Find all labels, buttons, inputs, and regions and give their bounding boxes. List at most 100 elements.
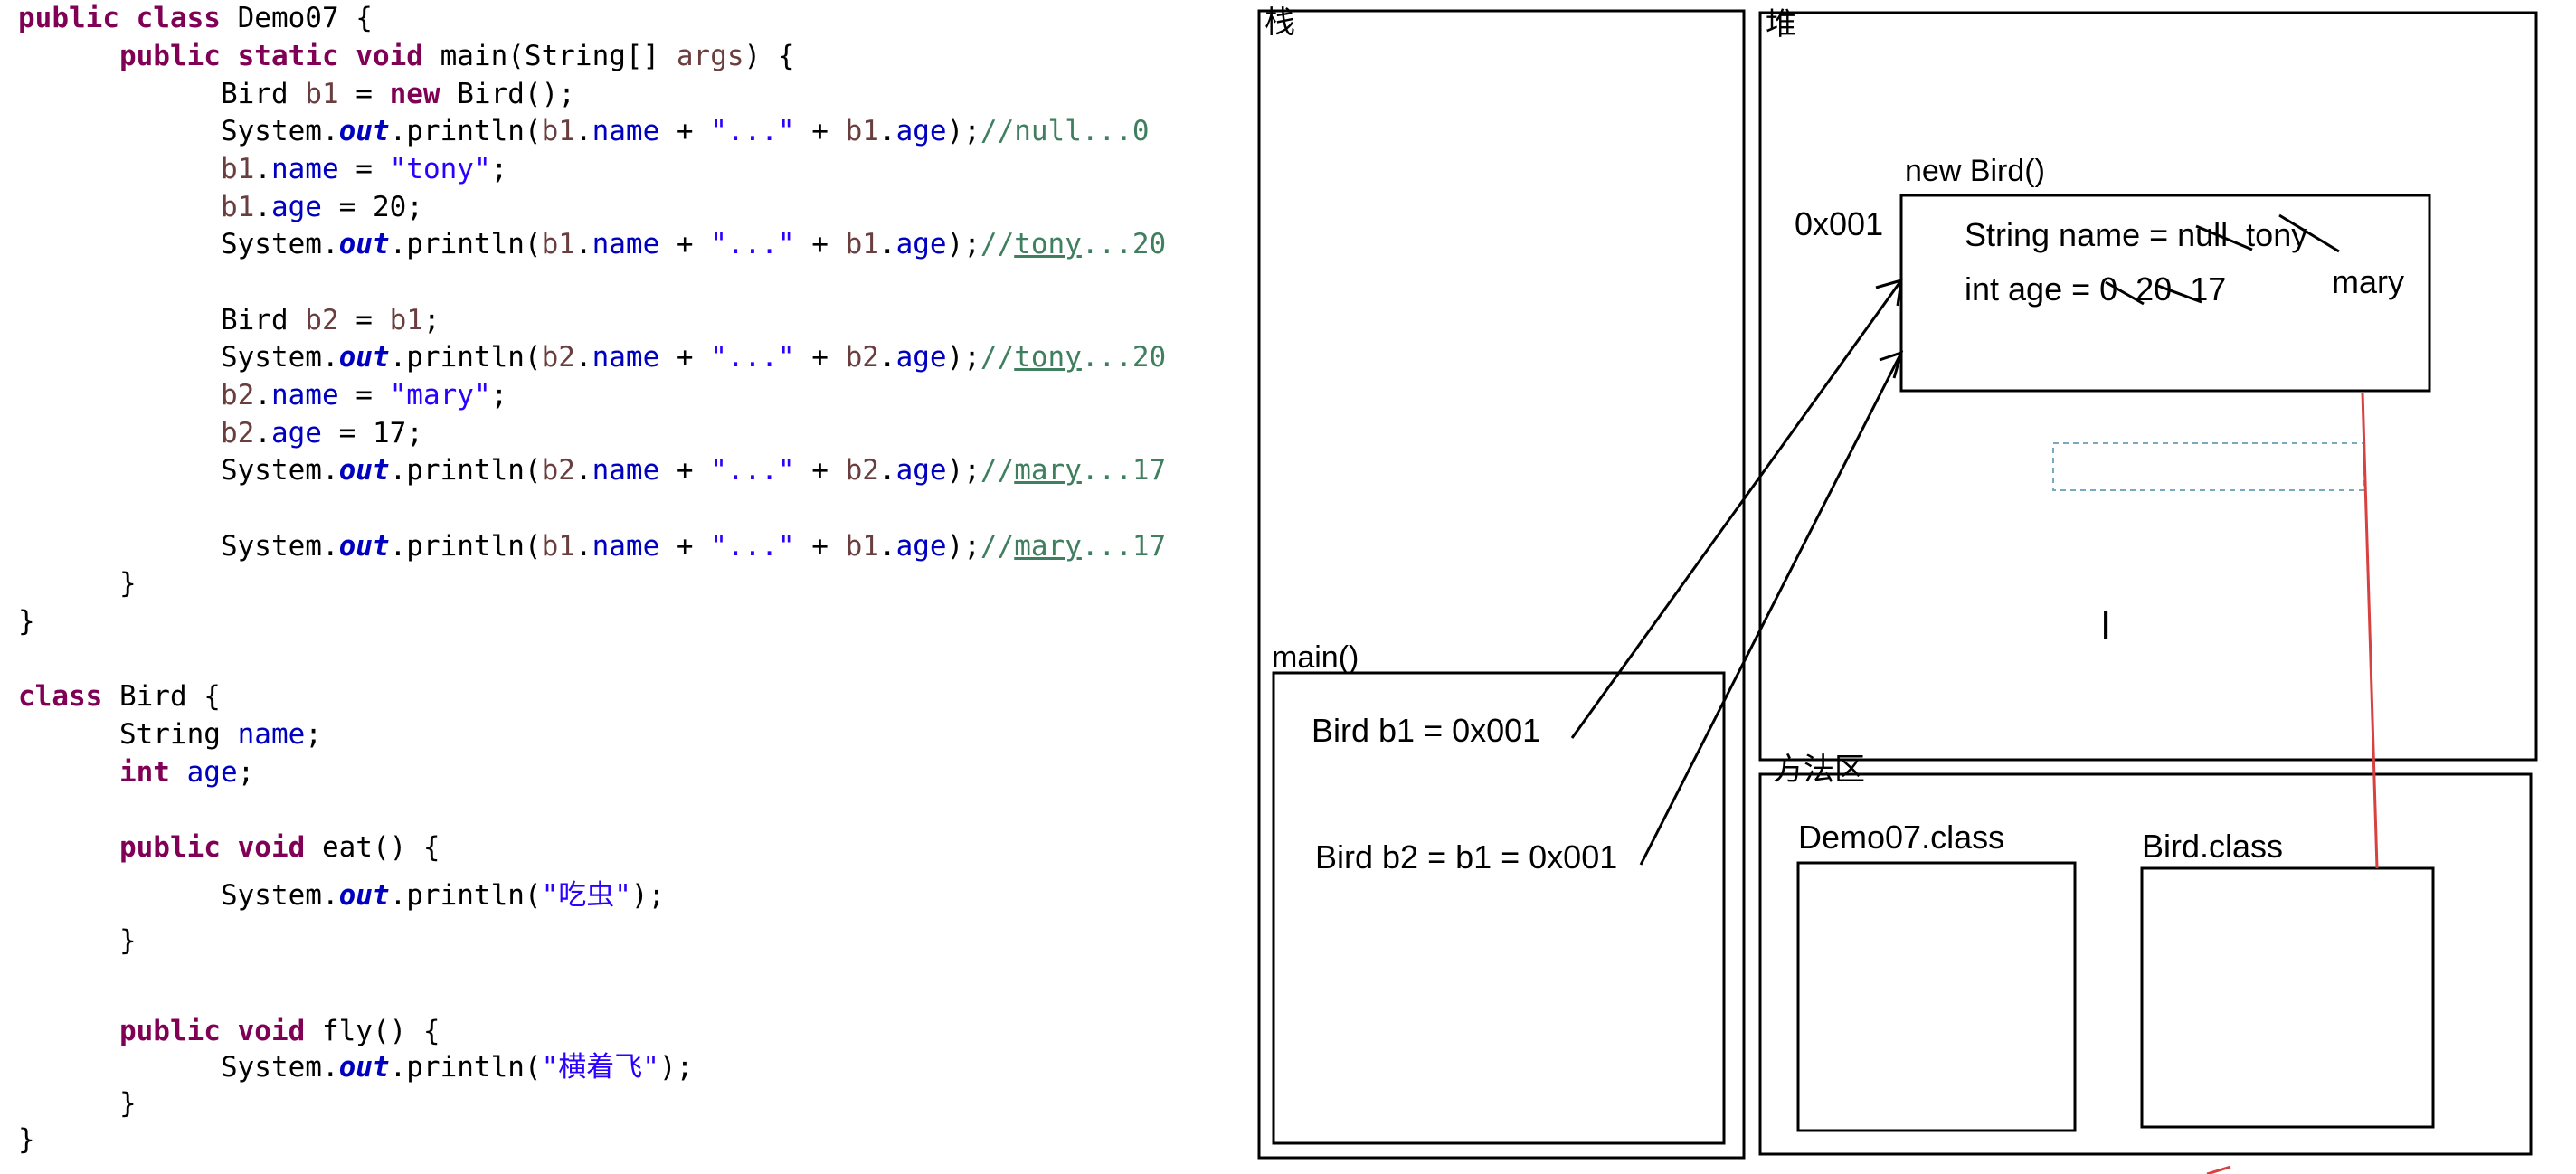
code-token: b2 [305,304,339,336]
code-token: .println( [389,115,542,147]
code-token: .println( [389,454,542,487]
code-token: ; [422,304,440,336]
code-token: . [254,191,271,223]
code-token: + [659,341,711,374]
code-token: b2 [541,454,575,487]
code-token: public class [18,2,238,34]
code-line: } [18,603,35,639]
code-token: name [592,454,660,487]
code-token: name [270,153,339,185]
code-line: String name; [18,716,322,753]
age-field: int age = 0 20 17 [1965,270,2226,308]
mary-text: mary [2332,263,2404,300]
code-token: . [574,115,592,147]
code-token: . [574,228,592,260]
code-line: Bird b1 = new Bird(); [18,76,575,112]
code-token: System. [18,454,339,487]
code-token: "..." [710,454,795,487]
code-token: b2 [220,379,255,412]
bird-class-label: Bird.class [2142,828,2283,865]
code-token: + [659,454,711,487]
code-token: b1 [845,115,879,147]
code-line: public class Demo07 { [18,0,373,36]
code-token [18,417,221,450]
code-token: int [118,756,187,789]
reference-arrows [1570,278,1904,866]
code-token: . [878,115,896,147]
code-token: } [18,605,35,638]
code-token: ...20 [1081,341,1167,374]
code-token: ; [490,153,508,185]
code-token: mary [1014,530,1082,563]
red-mark [2206,1165,2231,1174]
code-line: b2.age = 17; [18,415,423,451]
bird-class-box [2140,866,2435,1129]
code-token: // [980,341,1015,374]
code-token: ); [630,879,666,912]
code-token: out [338,228,390,260]
new-bird-label: new Bird() [1905,154,2045,188]
code-token: b1 [305,78,339,110]
code-token: b1 [845,530,879,563]
code-token: age [895,454,947,487]
code-line: System.out.println(b2.name + "..." + b2.… [18,452,1166,488]
code-token: name [592,115,660,147]
code-token: out [338,454,390,487]
code-token: . [878,454,896,487]
heap-region [1758,11,2538,762]
stack-label: 栈 [1264,5,1295,40]
code-token: "..." [710,115,795,147]
main-frame-label: main() [1272,640,1359,675]
code-line: b1.name = "tony"; [18,151,507,187]
code-line: System.out.println(b1.name + "..." + b1.… [18,528,1166,564]
code-token: . [574,454,592,487]
code-token: "吃虫" [541,879,631,912]
code-token: "横着飞" [541,1051,659,1084]
code-token: age [895,115,947,147]
code-token: // [980,228,1015,260]
stack-region [1257,9,1746,1160]
code-token: .println( [389,879,542,912]
code-token: . [254,417,271,450]
code-token: ; [490,379,508,412]
code-token: out [338,879,390,912]
code-token: + [659,530,711,563]
code-token: ); [946,454,980,487]
demo07-class-label: Demo07.class [1798,819,2004,856]
code-token: ); [946,115,980,147]
code-token: } [18,567,137,600]
code-line: public void fly() { [18,1013,440,1049]
b1-variable: Bird b1 = 0x001 [1312,712,1540,749]
b1-arrowhead [1875,278,1903,307]
code-token: ...20 [1081,228,1167,260]
code-token [18,40,119,72]
code-line: } [18,565,137,601]
code-token [18,379,221,412]
code-line: } [18,1085,137,1122]
code-token: name [592,228,660,260]
code-token: age [895,341,947,374]
method-area-label: 方法区 [1773,753,1865,787]
code-token: ); [946,530,980,563]
code-token: b1 [845,228,879,260]
code-token: age [895,530,947,563]
code-token: age [270,191,322,223]
code-token: = [338,304,390,336]
b2-arrow [1639,352,1903,866]
code-token: . [574,530,592,563]
strike-marks [2105,213,2340,306]
code-token: Bird [18,304,306,336]
code-token: + [794,530,846,563]
code-token: .println( [389,530,542,563]
code-token: } [18,1087,137,1120]
code-editor[interactable]: public class Demo07 { public static void… [0,0,1248,1174]
code-token: System. [18,341,339,374]
code-token: + [659,228,711,260]
code-token: Bird(); [457,78,575,110]
demo07-class-box [1796,861,2077,1132]
name-field: String name = null tony [1965,216,2307,253]
code-token: ) { [743,40,795,72]
code-token: main(String[] [440,40,677,72]
code-token: Demo07 { [237,2,373,34]
